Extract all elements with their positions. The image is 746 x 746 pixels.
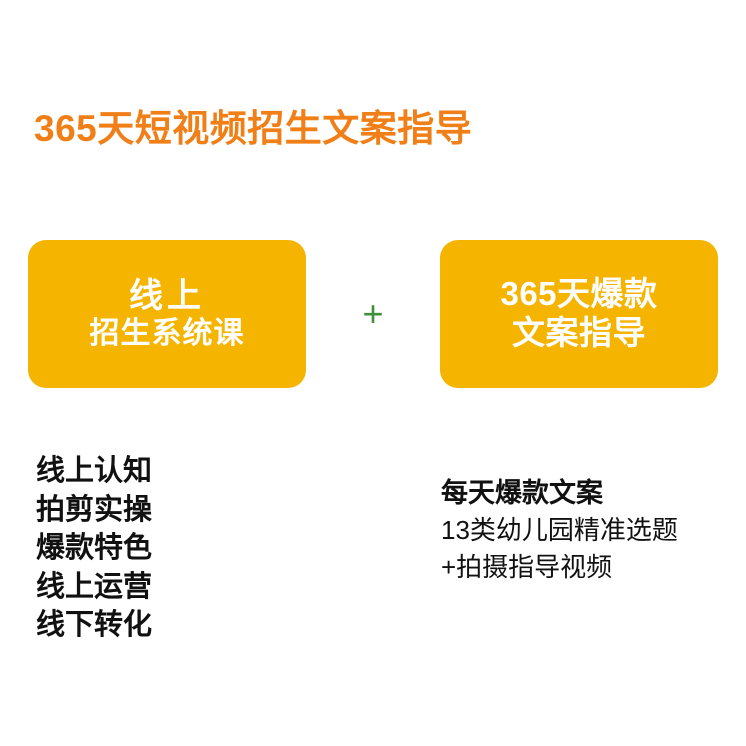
list-item: 线上运营 xyxy=(36,570,153,603)
card-online-course-line1: 线上 xyxy=(129,277,205,316)
offer-cards-row: 线上 招生系统课 + 365天爆款 文案指导 xyxy=(28,240,718,388)
list-item: 拍剪实操 xyxy=(36,493,153,526)
plus-icon: + xyxy=(362,293,384,334)
list-item: 线下转化 xyxy=(36,609,153,642)
list-item: 爆款特色 xyxy=(36,532,153,565)
left-feature-list: 线上认知 拍剪实操 爆款特色 线上运营 线下转化 xyxy=(36,452,152,645)
card-copywriting-guide-line2: 文案指导 xyxy=(512,314,646,351)
card-online-course: 线上 招生系统课 xyxy=(28,240,306,388)
list-item: 每天爆款文案 xyxy=(441,478,603,508)
card-copywriting-guide: 365天爆款 文案指导 xyxy=(440,240,718,388)
card-copywriting-guide-line1: 365天爆款 xyxy=(500,275,658,313)
right-feature-list: 每天爆款文案 13类幼儿园精准选题 +拍摄指导视频 xyxy=(441,474,678,586)
list-item: 13类幼儿园精准选题 xyxy=(441,515,678,546)
page-title: 365天短视频招生文案指导 xyxy=(34,108,473,149)
list-item: +拍摄指导视频 xyxy=(441,552,613,583)
card-online-course-line2: 招生系统课 xyxy=(89,317,245,351)
list-item: 线上认知 xyxy=(36,455,153,487)
